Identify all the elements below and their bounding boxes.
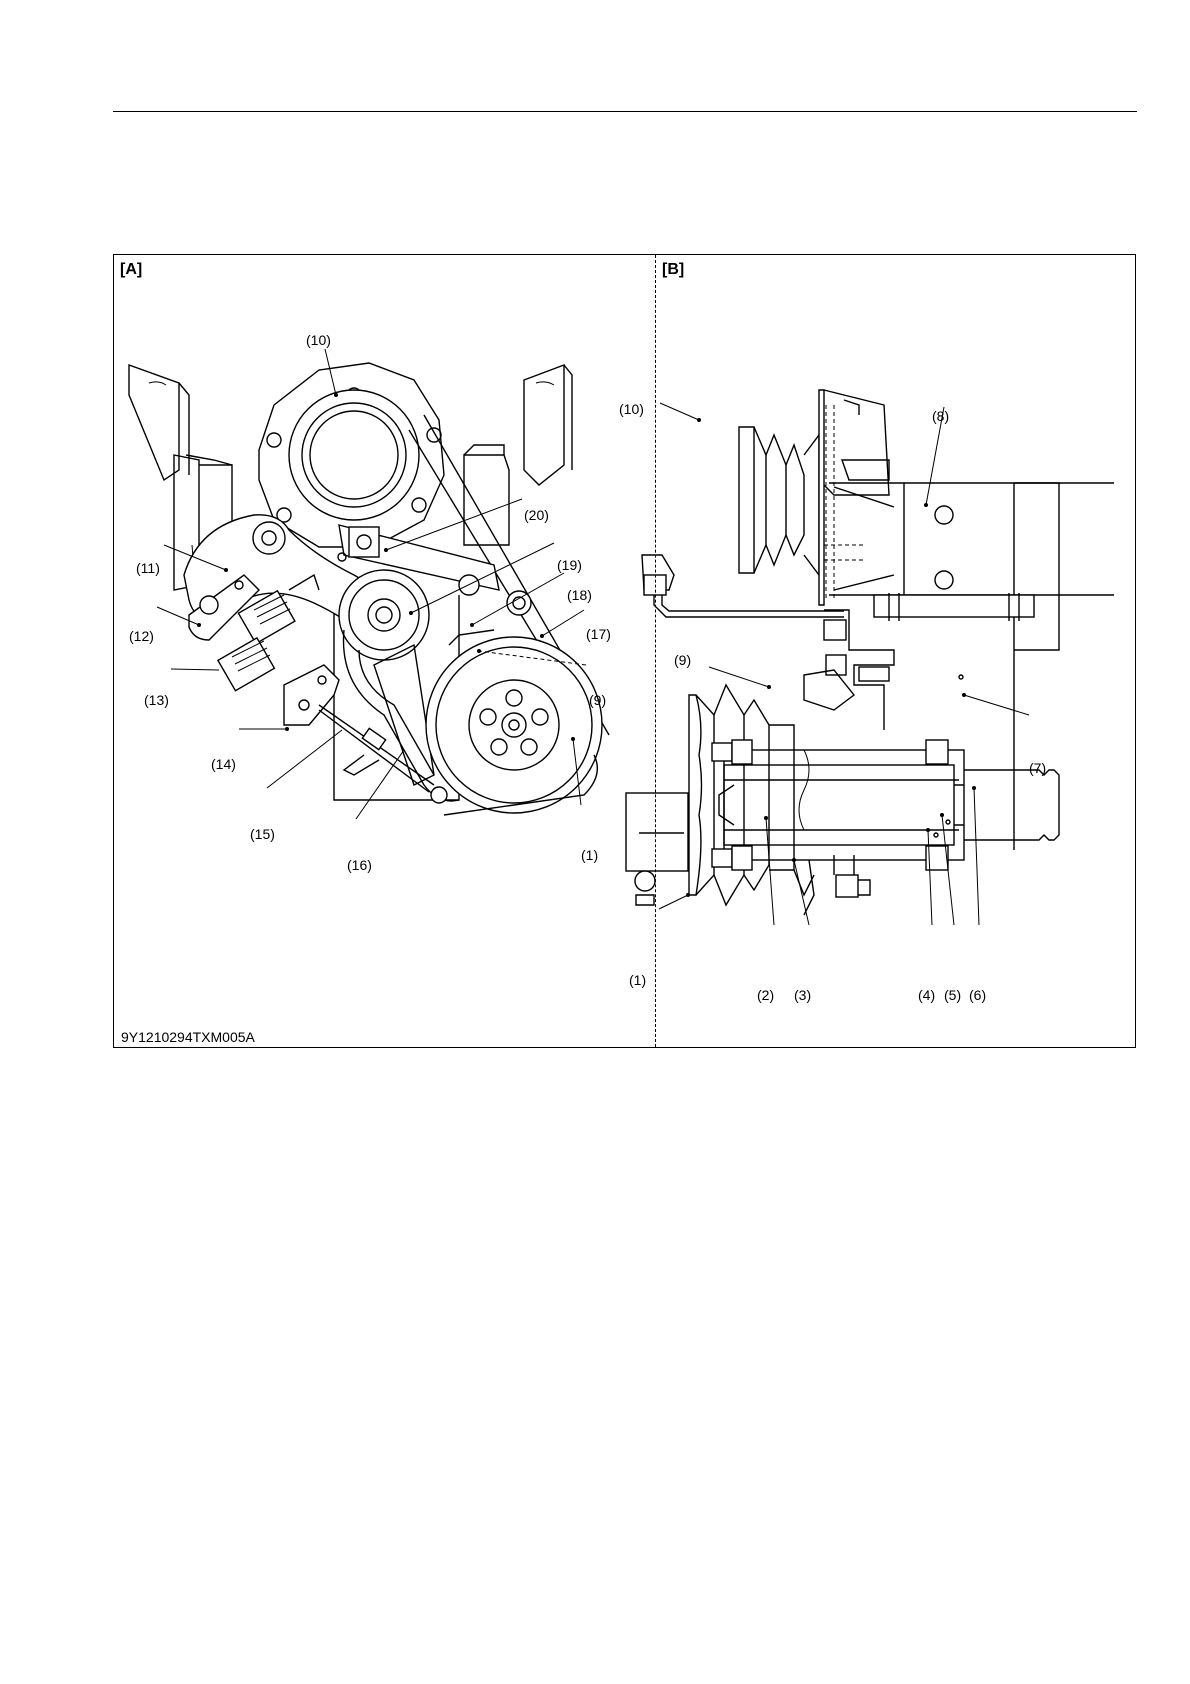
figure-code: 9Y1210294TXM005A (121, 1029, 255, 1045)
panel-divider (655, 255, 656, 1047)
header-rule (113, 111, 1137, 112)
callout-b-3: (3) (794, 987, 811, 1003)
callout-a-20: (20) (524, 507, 549, 523)
callout-b-1: (1) (629, 972, 646, 988)
callout-a-14: (14) (211, 756, 236, 772)
callout-b-7: (7) (1029, 760, 1046, 776)
panel-b-callouts: (10) (8) (9) (7) (1) (2) (3) (4) (5) (6) (619, 401, 1046, 1003)
callout-a-19: (19) (557, 557, 582, 573)
callout-b-9: (9) (674, 652, 691, 668)
callout-a-10: (10) (306, 332, 331, 348)
panel-b-drawing (626, 390, 1114, 915)
callout-b-8: (8) (932, 408, 949, 424)
callout-b-6: (6) (969, 987, 986, 1003)
callout-a-16: (16) (347, 857, 372, 873)
callout-a-18: (18) (567, 587, 592, 603)
callout-a-15: (15) (250, 826, 275, 842)
callout-a-13: (13) (144, 692, 169, 708)
callout-b-10: (10) (619, 401, 644, 417)
technical-diagram: (10) (20) (11) (19) (18) (12) (17) (9) (… (114, 255, 1137, 1049)
callout-a-11: (11) (136, 560, 160, 576)
callout-b-4: (4) (918, 987, 935, 1003)
callout-b-2: (2) (757, 987, 774, 1003)
panel-b-label: [B] (662, 261, 684, 279)
panel-a-label: [A] (120, 261, 142, 279)
callout-a-9: (9) (589, 692, 606, 708)
callout-b-5: (5) (944, 987, 961, 1003)
callout-a-1: (1) (581, 847, 598, 863)
callout-a-17: (17) (586, 626, 611, 642)
callout-a-12: (12) (129, 628, 154, 644)
panel-a-drawing (129, 363, 609, 815)
figure-frame: (10) (20) (11) (19) (18) (12) (17) (9) (… (113, 254, 1136, 1048)
